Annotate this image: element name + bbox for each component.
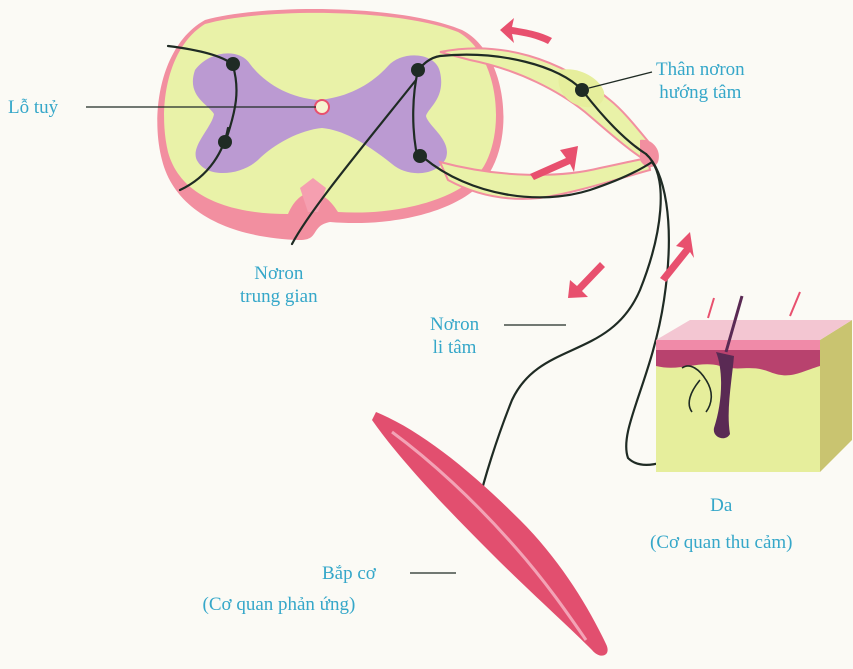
arrow-sensory-fiber (660, 232, 694, 282)
motor-neuron-cell (413, 149, 427, 163)
skin-side-face (820, 320, 852, 472)
interneuron-cell (411, 63, 425, 77)
label-noron-trung-gian: Nơron trung gian (240, 262, 318, 308)
left-dorsal-cell (226, 57, 240, 71)
noron-li-tam-line1: Nơron (430, 313, 479, 336)
arrow-dorsal-root (500, 18, 552, 44)
arrow-motor-fiber (568, 262, 605, 298)
label-lo-tuy: Lỗ tuỷ (8, 96, 58, 119)
muscle (372, 412, 608, 656)
hair-strand-2 (790, 292, 800, 316)
sensory-cell-body (575, 83, 589, 97)
leader-than-noron (589, 72, 652, 88)
noron-trung-gian-line2: trung gian (240, 285, 318, 308)
da-text: Da (650, 494, 792, 517)
spinal-cord-section (157, 9, 503, 240)
label-da: Da (Cơ quan thu cảm) (650, 494, 792, 554)
da-sub-text: (Cơ quan thu cảm) (650, 531, 792, 554)
lo-tuy-text: Lỗ tuỷ (8, 96, 58, 119)
label-bap-co: Bắp cơ (Cơ quan phản ứng) (182, 562, 376, 616)
bap-co-text: Bắp cơ (182, 562, 376, 585)
bap-co-sub-text: (Cơ quan phản ứng) (182, 593, 376, 616)
noron-li-tam-line2: li tâm (430, 336, 479, 359)
huong-tam-text: hướng tâm (656, 81, 745, 104)
than-noron-text: Thân nơron (656, 58, 745, 81)
central-canal (315, 100, 329, 114)
hair-strand-1 (708, 298, 714, 318)
left-ventral-cell (218, 135, 232, 149)
label-than-noron-huong-tam: Thân nơron hướng tâm (656, 58, 745, 104)
skin-block (656, 292, 852, 472)
skin-pink-layer (656, 340, 820, 350)
skin-top-face (656, 320, 852, 340)
label-noron-li-tam: Nơron li tâm (430, 313, 479, 359)
noron-trung-gian-line1: Nơron (240, 262, 318, 285)
